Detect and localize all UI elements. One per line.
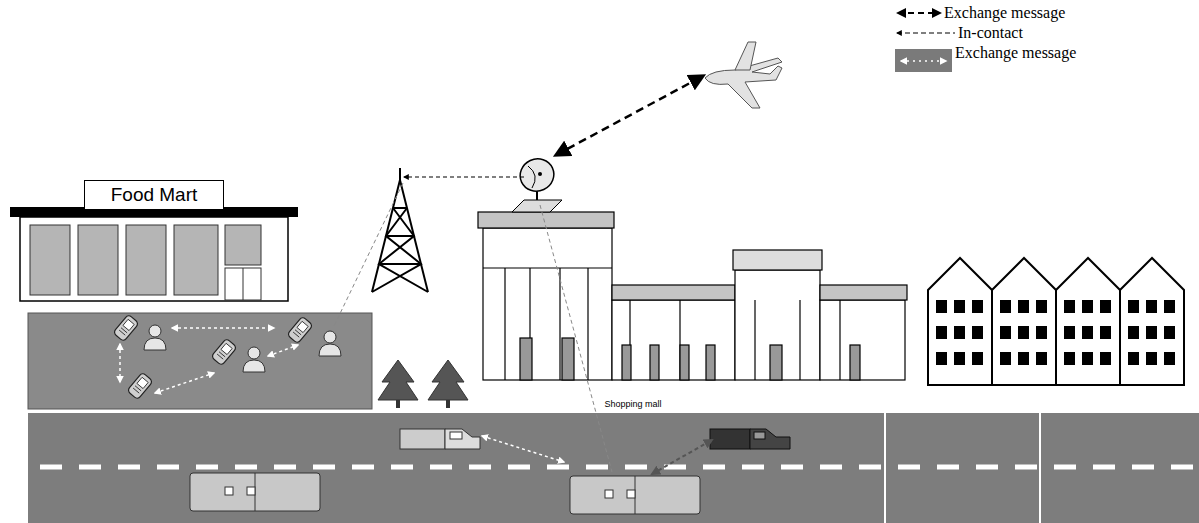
food-mart-building (10, 207, 298, 301)
node-text: Shopping mall (604, 399, 661, 409)
vehicles (190, 429, 790, 514)
satellite-dish (512, 153, 562, 212)
legend-samples (895, 13, 955, 72)
road (28, 413, 1199, 523)
building-label: Shopping mall (598, 397, 668, 411)
people-with-phones (113, 314, 341, 399)
houses (928, 258, 1184, 385)
store-sign: Food Mart (84, 180, 224, 210)
communication-links (334, 76, 703, 472)
legend-label: In-contact (958, 24, 1023, 42)
airplane (705, 42, 782, 108)
parking-lot (28, 313, 372, 409)
legend-label: Exchange message (944, 4, 1065, 22)
legend-label: Exchange message (955, 44, 1076, 62)
shopping-mall-building (478, 212, 907, 380)
node-text: Food Mart (111, 184, 198, 206)
trees (378, 360, 468, 408)
